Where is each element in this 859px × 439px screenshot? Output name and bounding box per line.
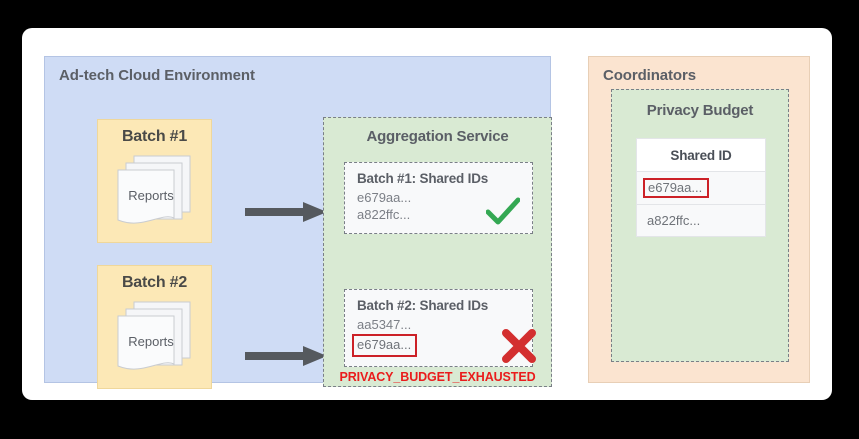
table-header-shared-id: Shared ID [637,139,765,172]
batch-2-shared-ids-title: Batch #2: Shared IDs [357,298,489,313]
coordinators-panel: Coordinators Privacy Budget Shared ID e6… [588,56,810,383]
red-cross-icon [500,328,538,364]
batch-1-source-box: Batch #1 Reports [97,119,212,243]
batch-1-reports-label: Reports [128,188,174,203]
flagged-shared-id-cell: e679aa... [643,178,710,198]
shared-id-value: a822ffc... [357,207,411,223]
right-arrow-icon [245,346,327,366]
batch-1-shared-ids-card: Batch #1: Shared IDs e679aa... a822ffc..… [344,162,533,234]
privacy-budget-error-label: PRIVACY_BUDGET_EXHAUSTED [339,370,536,384]
adtech-cloud-environment-panel: Ad-tech Cloud Environment Batch #1 Repor… [44,56,552,389]
privacy-budget-panel: Privacy Budget Shared ID e679aa... a822f… [611,89,789,362]
table-row: a822ffc... [637,205,765,236]
batch-2-reports-label: Reports [128,334,174,349]
right-arrow-icon [245,202,327,222]
batch-2-source-box: Batch #2 Reports [97,265,212,389]
table-row: e679aa... [637,172,765,205]
batch-2-shared-ids-card: Batch #2: Shared IDs aa5347... e679aa... [344,289,536,367]
documents-stack-icon: Reports [114,300,198,376]
shared-id-value: aa5347... [357,317,412,332]
shared-id-value: e679aa... [357,190,412,205]
batch-2-title: Batch #2 [121,274,188,291]
privacy-budget-title: Privacy Budget [646,102,754,119]
shared-id-table: Shared ID e679aa... a822ffc... [636,138,766,237]
diagram-canvas: Ad-tech Cloud Environment Batch #1 Repor… [22,28,832,400]
batch-1-title: Batch #1 [121,128,188,145]
aggregation-service-panel: Aggregation Service Batch #1: Shared IDs… [323,117,552,387]
documents-stack-icon: Reports [114,154,198,230]
batch-1-shared-ids-title: Batch #1: Shared IDs [357,171,489,186]
coordinators-panel-title: Coordinators [603,67,696,84]
flagged-shared-id-value: e679aa... [352,334,418,357]
adtech-panel-title: Ad-tech Cloud Environment [59,67,255,84]
aggregation-service-title: Aggregation Service [366,128,509,145]
green-check-icon [485,197,521,227]
